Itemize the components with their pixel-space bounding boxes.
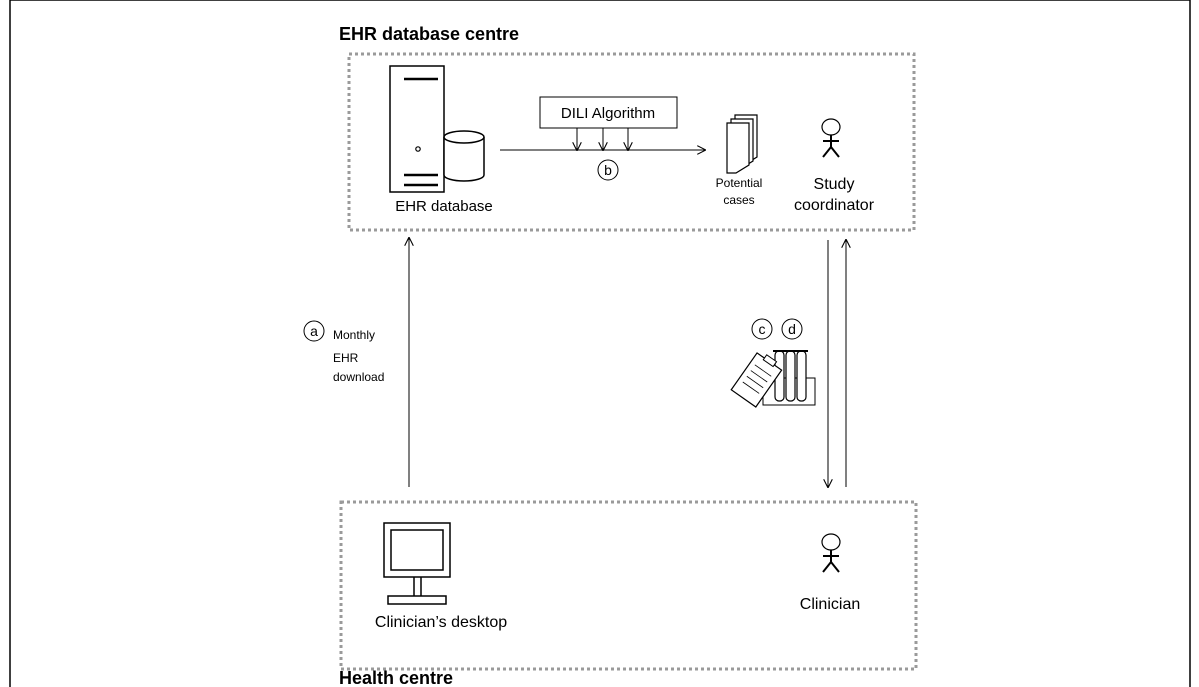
step-a-letter: a [310,323,318,339]
test-tubes-icon [762,350,816,406]
computer-icon [383,522,451,605]
clinician-label: Clinician [800,596,860,613]
database-icon [443,130,485,182]
bottom-group-box [339,500,918,671]
clipboard-icon [730,352,783,408]
dili-algorithm-label: DILI Algorithm [561,105,655,122]
step-a-marker [303,320,325,342]
step-a-label-line2: EHR [333,351,359,365]
outer-frame [9,0,1191,687]
person-icon [821,533,841,573]
documents-icon [726,114,758,174]
ehr-database-label: EHR database [395,198,493,215]
step-d-letter: d [788,321,796,337]
bottom-group-title: Health centre [339,668,453,687]
step-b-marker [597,159,619,181]
step-a-label-line1: Monthly [333,328,375,342]
potential-cases-label-line1: Potential [716,176,763,190]
person-icon [821,118,841,158]
top-group-title: EHR database centre [339,24,519,44]
potential-cases-label-line2: cases [723,193,754,207]
step-c-marker [751,318,773,340]
top-group-box [347,52,916,232]
study-coordinator-label-line2: coordinator [794,197,875,214]
server-icon [389,65,445,193]
step-b-letter: b [604,162,612,178]
dili-algorithm-box [539,96,678,129]
step-a-label-line3: download [333,370,384,384]
step-c-letter: c [759,321,766,337]
study-coordinator-label-line1: Study [814,176,855,193]
clinician-desktop-label: Clinician’s desktop [375,614,507,631]
step-d-marker [781,318,803,340]
